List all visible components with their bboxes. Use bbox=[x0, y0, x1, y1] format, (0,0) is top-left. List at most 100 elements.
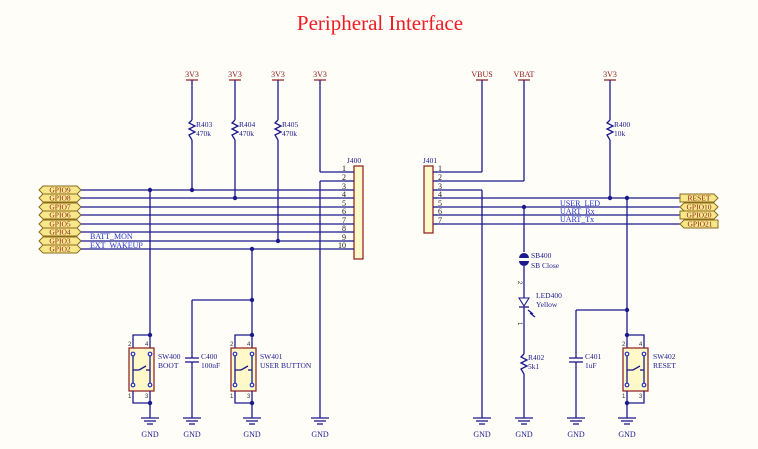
svg-text:470k: 470k bbox=[282, 129, 297, 138]
gnd-symbol-2: GND bbox=[183, 417, 201, 439]
svg-text:GND: GND bbox=[515, 430, 533, 439]
net-ext-wakeup: EXT_WAKEUP bbox=[90, 241, 143, 250]
port-gpio21[interactable]: GPIO21 bbox=[679, 219, 719, 229]
power-vbus: VBUS bbox=[471, 70, 493, 81]
svg-text:GPIO10: GPIO10 bbox=[686, 203, 711, 212]
port-gpio6[interactable]: GPIO6 bbox=[38, 210, 82, 220]
svg-text:10: 10 bbox=[338, 241, 346, 250]
svg-text:GPIO4: GPIO4 bbox=[49, 228, 71, 237]
svg-text:Yellow: Yellow bbox=[536, 300, 558, 309]
led-led400: 2 LED400 Yellow 1 bbox=[516, 281, 562, 326]
svg-text:3: 3 bbox=[145, 394, 149, 400]
gnd-symbol-7: GND bbox=[567, 417, 585, 439]
svg-text:GPIO7: GPIO7 bbox=[49, 203, 71, 212]
svg-text:2: 2 bbox=[516, 281, 522, 285]
power-3v3-r403: 3V3 bbox=[185, 70, 199, 81]
svg-text:4: 4 bbox=[247, 342, 251, 348]
svg-text:3V3: 3V3 bbox=[603, 70, 617, 79]
svg-text:GPIO5: GPIO5 bbox=[49, 220, 71, 229]
power-3v3-j400: 3V3 bbox=[313, 70, 327, 81]
left-port-group: GPIO9 GPIO8 GPIO7 GPIO6 GPIO5 GPIO4 GPIO… bbox=[38, 185, 82, 254]
port-gpio4[interactable]: GPIO4 bbox=[38, 227, 82, 237]
gnd-symbol-1: GND bbox=[141, 417, 159, 439]
svg-text:1: 1 bbox=[516, 322, 522, 326]
capacitor-c401: C401 1uF bbox=[569, 352, 602, 370]
gnd-symbol-4: GND bbox=[311, 417, 329, 439]
svg-text:GND: GND bbox=[618, 430, 636, 439]
svg-text:R400: R400 bbox=[614, 120, 631, 129]
svg-text:100nF: 100nF bbox=[201, 361, 220, 370]
svg-text:SB Close: SB Close bbox=[531, 261, 560, 270]
svg-text:SW402: SW402 bbox=[653, 352, 676, 361]
port-gpio2[interactable]: GPIO2 bbox=[38, 244, 82, 254]
svg-text:7: 7 bbox=[342, 216, 346, 225]
svg-text:C401: C401 bbox=[585, 352, 602, 361]
svg-text:1: 1 bbox=[342, 164, 346, 173]
svg-text:R403: R403 bbox=[196, 120, 213, 129]
net-uart-rx: UART_Rx bbox=[560, 207, 595, 216]
svg-text:R405: R405 bbox=[282, 120, 299, 129]
svg-text:GND: GND bbox=[473, 430, 491, 439]
svg-text:3: 3 bbox=[342, 182, 346, 191]
svg-text:1: 1 bbox=[230, 394, 234, 400]
resistor-r400: R400 10k bbox=[605, 119, 631, 141]
power-3v3-r400: 3V3 bbox=[603, 70, 617, 81]
svg-text:3V3: 3V3 bbox=[313, 70, 327, 79]
svg-text:5: 5 bbox=[342, 199, 346, 208]
resistor-r403: R403 470k bbox=[187, 119, 213, 141]
svg-text:GND: GND bbox=[243, 430, 261, 439]
svg-text:GND: GND bbox=[311, 430, 329, 439]
svg-text:470k: 470k bbox=[196, 129, 211, 138]
svg-text:GPIO21: GPIO21 bbox=[687, 220, 712, 229]
svg-text:6: 6 bbox=[438, 207, 442, 216]
svg-text:2: 2 bbox=[438, 173, 442, 182]
right-port-group: RESET GPIO10 GPIO20 GPIO21 bbox=[679, 193, 719, 229]
svg-text:4: 4 bbox=[639, 342, 643, 348]
switch-sw402: 2 4 1 3 SW402 RESET bbox=[622, 332, 676, 406]
svg-text:7: 7 bbox=[438, 216, 442, 225]
svg-text:RESET: RESET bbox=[653, 361, 676, 370]
svg-text:RESET: RESET bbox=[688, 194, 711, 203]
svg-text:1: 1 bbox=[438, 164, 442, 173]
svg-text:SW401: SW401 bbox=[260, 352, 283, 361]
svg-text:4: 4 bbox=[145, 342, 149, 348]
power-vbat: VBAT bbox=[514, 70, 535, 81]
svg-text:GND: GND bbox=[183, 430, 201, 439]
svg-text:GPIO20: GPIO20 bbox=[686, 211, 711, 220]
net-user-led: USER_LED bbox=[560, 199, 600, 208]
svg-text:BOOT: BOOT bbox=[158, 361, 179, 370]
connector-j401: J401 1 2 3 4 5 6 7 bbox=[423, 156, 442, 234]
svg-text:2: 2 bbox=[128, 342, 132, 348]
power-3v3-r404: 3V3 bbox=[228, 70, 242, 81]
svg-text:4: 4 bbox=[342, 190, 346, 199]
gnd-symbol-5: GND bbox=[473, 417, 491, 439]
svg-text:3V3: 3V3 bbox=[185, 70, 199, 79]
resistor-r405: R405 470k bbox=[273, 119, 299, 141]
switch-sw401: 2 4 1 3 SW401 USER BUTTON bbox=[230, 332, 312, 406]
svg-text:3: 3 bbox=[247, 394, 251, 400]
gnd-symbol-3: GND bbox=[243, 417, 261, 439]
svg-text:GND: GND bbox=[567, 430, 585, 439]
svg-text:USER BUTTON: USER BUTTON bbox=[260, 361, 312, 370]
svg-text:2: 2 bbox=[342, 173, 346, 182]
svg-text:VBUS: VBUS bbox=[471, 70, 492, 79]
svg-text:GPIO6: GPIO6 bbox=[49, 211, 71, 220]
svg-text:2: 2 bbox=[230, 342, 234, 348]
switch-sw400: 2 4 1 3 SW400 BOOT bbox=[128, 332, 181, 406]
port-reset[interactable]: RESET bbox=[679, 193, 719, 203]
gnd-symbol-8: GND bbox=[618, 417, 636, 439]
port-gpio20[interactable]: GPIO20 bbox=[679, 210, 719, 220]
svg-text:SB400: SB400 bbox=[531, 251, 552, 260]
svg-text:5: 5 bbox=[438, 199, 442, 208]
power-3v3-r405: 3V3 bbox=[271, 70, 285, 81]
svg-text:3: 3 bbox=[639, 394, 643, 400]
svg-text:GPIO2: GPIO2 bbox=[49, 245, 71, 254]
port-gpio8[interactable]: GPIO8 bbox=[38, 193, 82, 203]
svg-text:470k: 470k bbox=[239, 129, 254, 138]
gnd-symbol-6: GND bbox=[515, 417, 533, 439]
svg-text:9: 9 bbox=[342, 233, 346, 242]
connector-j400: J400 1 2 3 4 5 6 7 8 9 10 bbox=[338, 156, 364, 260]
capacitor-c400: C400 100nF bbox=[185, 352, 220, 370]
svg-text:1uF: 1uF bbox=[585, 361, 597, 370]
